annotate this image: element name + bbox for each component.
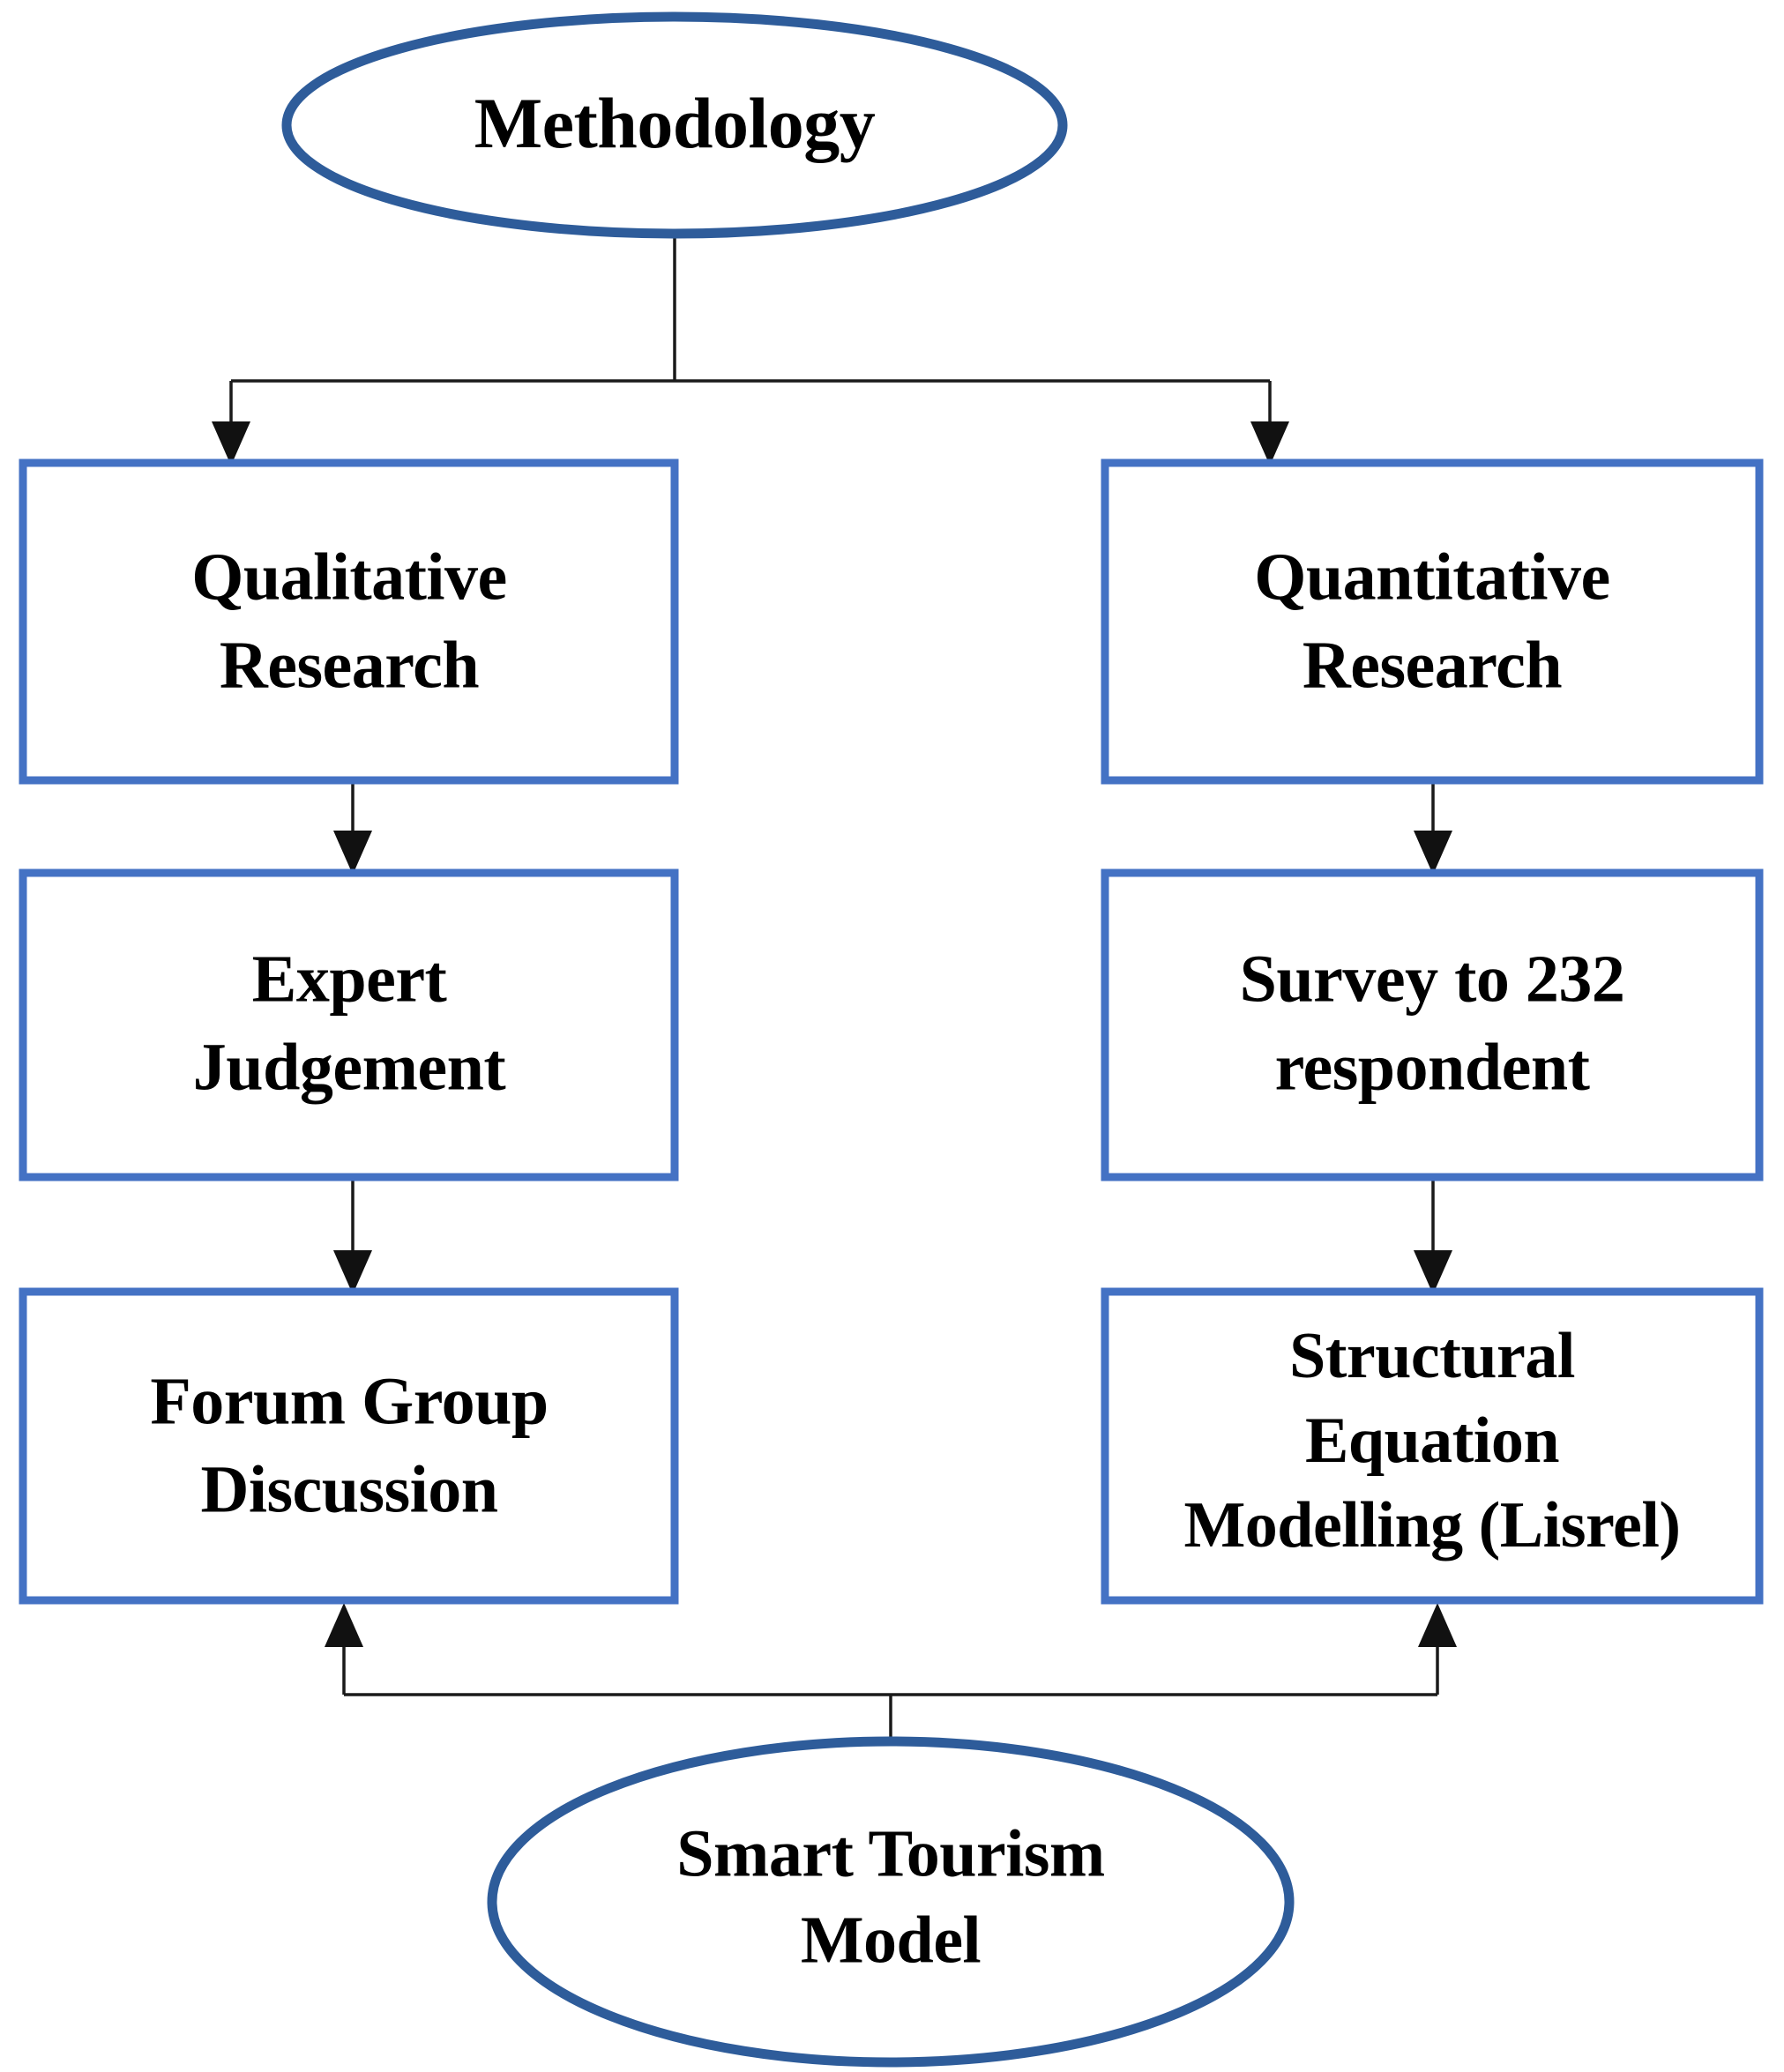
qualitative-research-label-line2: Research: [220, 628, 480, 702]
connector-group-left-column: [333, 780, 372, 1294]
survey-respondent-box-shape: [1101, 868, 1764, 1181]
connector-group-right-column: [1414, 780, 1452, 1294]
node-qualitative-research[interactable]: Qualitative Research: [19, 458, 679, 785]
arrowhead-expert-to-forum: [333, 1250, 372, 1294]
node-forum-group-discussion[interactable]: Forum Group Discussion: [19, 1287, 679, 1605]
methodology-label: Methodology: [474, 83, 876, 163]
forum-group-discussion-label-line1: Forum Group: [150, 1364, 548, 1438]
qualitative-research-box-shape: [19, 458, 679, 785]
smart-tourism-model-label-line2: Model: [801, 1903, 981, 1977]
methodology-ellipse-shape: [281, 11, 1068, 239]
quantitative-research-label-line1: Quantitative: [1254, 540, 1610, 614]
node-survey-respondent[interactable]: Survey to 232 respondent: [1101, 868, 1764, 1181]
arrowhead-outcome-to-forum: [325, 1603, 363, 1647]
arrowhead-root-to-quantitative: [1250, 421, 1289, 466]
qualitative-research-label-line1: Qualitative: [191, 540, 507, 614]
expert-judgement-label-line1: Expert: [252, 942, 447, 1016]
connector-group-top-split: [212, 234, 1289, 466]
quantitative-research-box-shape: [1101, 458, 1764, 785]
quantitative-research-label-line2: Research: [1303, 628, 1563, 702]
structural-equation-modelling-label-line1: Structural: [1289, 1320, 1575, 1392]
node-methodology[interactable]: Methodology: [281, 11, 1068, 239]
survey-respondent-label-line1: Survey to 232: [1240, 942, 1625, 1016]
node-quantitative-research[interactable]: Quantitative Research: [1101, 458, 1764, 785]
arrowhead-qualitative-to-expert: [333, 831, 372, 875]
expert-judgement-box-shape: [19, 868, 679, 1181]
node-expert-judgement[interactable]: Expert Judgement: [19, 868, 679, 1181]
node-smart-tourism-model[interactable]: Smart Tourism Model: [487, 1736, 1295, 2068]
arrowhead-root-to-qualitative: [212, 421, 250, 466]
survey-respondent-label-line2: respondent: [1275, 1030, 1590, 1104]
connector-group-bottom-merge: [325, 1603, 1457, 1741]
forum-group-discussion-label-line2: Discussion: [200, 1452, 497, 1526]
arrowhead-quantitative-to-survey: [1414, 831, 1452, 875]
node-structural-equation-modelling[interactable]: Structural Equation Modelling (Lisrel): [1101, 1287, 1764, 1605]
arrowhead-survey-to-sem: [1414, 1250, 1452, 1294]
structural-equation-modelling-label-line2: Equation: [1305, 1405, 1559, 1477]
expert-judgement-label-line2: Judgement: [193, 1030, 506, 1104]
smart-tourism-model-ellipse-shape: [487, 1736, 1295, 2068]
arrowhead-outcome-to-sem: [1418, 1603, 1457, 1647]
forum-group-discussion-box-shape: [19, 1287, 679, 1605]
smart-tourism-model-label-line1: Smart Tourism: [676, 1816, 1105, 1890]
structural-equation-modelling-label-line3: Modelling (Lisrel): [1183, 1489, 1680, 1561]
structural-equation-modelling-box-shape: [1101, 1287, 1764, 1605]
